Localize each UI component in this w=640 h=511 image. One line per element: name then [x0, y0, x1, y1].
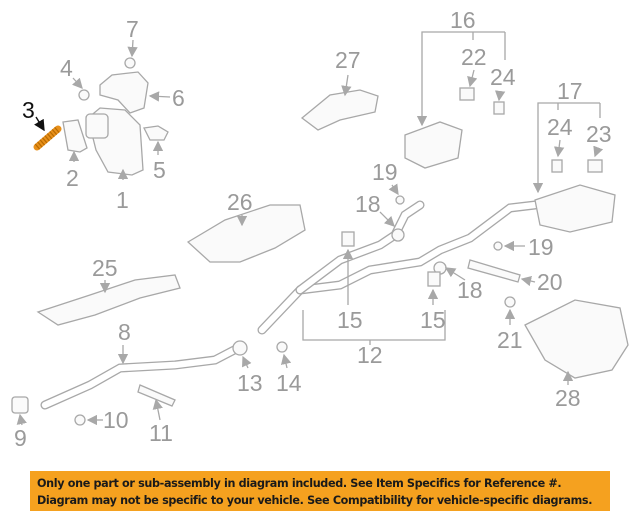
ref-label-15: 15	[337, 307, 363, 333]
part-24-hanger[interactable]	[493, 101, 563, 173]
part-21-nut[interactable]	[504, 296, 516, 308]
exhaust-pipe-assembly[interactable]	[40, 200, 540, 410]
disclaimer-line-2: Diagram may not be specific to your vehi…	[37, 494, 593, 507]
ref-label-20: 20	[537, 269, 563, 295]
ref-label-19: 19	[372, 159, 398, 185]
part-17-rear-muffler[interactable]	[534, 184, 616, 233]
ref-label-18: 18	[355, 191, 381, 217]
ref-label-28: 28	[555, 385, 581, 411]
part-20-bracket[interactable]	[467, 259, 521, 283]
ref-label-2: 2	[66, 165, 79, 191]
part-26-heat-shield[interactable]	[186, 204, 306, 263]
part-5-bracket[interactable]	[143, 125, 169, 141]
disclaimer-banner: Only one part or sub-assembly in diagram…	[30, 471, 610, 511]
ref-label-23: 23	[586, 121, 612, 147]
part-9-gasket[interactable]	[11, 396, 29, 414]
part-2-gasket[interactable]	[62, 119, 88, 153]
ref-label-18b: 18	[457, 277, 483, 303]
ref-label-5: 5	[153, 157, 166, 183]
ref-label-17: 17	[557, 78, 583, 104]
part-6-heat-shield[interactable]	[99, 71, 149, 114]
part-14-nut[interactable]	[276, 341, 288, 353]
ref-label-14: 14	[276, 370, 302, 396]
part-22-hanger[interactable]	[459, 87, 475, 101]
ref-label-10: 10	[103, 407, 129, 433]
part-1-catalytic-converter[interactable]	[85, 107, 144, 176]
ref-label-6: 6	[172, 85, 185, 111]
leader-lines	[16, 31, 604, 426]
ref-label-3: 3	[22, 97, 35, 123]
ref-label-15b: 15	[420, 307, 446, 333]
part-7-nut[interactable]	[124, 57, 136, 69]
part-11-bracket[interactable]	[137, 384, 176, 407]
ref-label-9: 9	[14, 425, 27, 451]
part-3-stud-bolt[interactable]	[33, 125, 62, 151]
ref-label-12: 12	[357, 342, 383, 368]
ref-label-22: 22	[461, 44, 487, 70]
ref-label-11: 11	[149, 420, 173, 446]
exhaust-parts-diagram: 3 7 4 6 2 5 1 27 16 22 24 17 24 23 19 18…	[11, 7, 629, 451]
ref-label-7: 7	[126, 16, 139, 42]
ref-label-21: 21	[497, 327, 523, 353]
part-15-hanger[interactable]	[341, 231, 441, 287]
part-27-heat-shield[interactable]	[300, 89, 379, 131]
ref-label-19b: 19	[528, 234, 554, 260]
disclaimer-line-1: Only one part or sub-assembly in diagram…	[37, 477, 562, 490]
ref-label-24b: 24	[547, 114, 573, 140]
part-28-heat-shield[interactable]	[524, 299, 629, 379]
ref-label-13: 13	[237, 370, 263, 396]
ref-label-1: 1	[116, 187, 129, 213]
part-19-bolt[interactable]	[395, 195, 503, 251]
ref-label-8: 8	[118, 319, 131, 345]
part-23-hanger[interactable]	[587, 159, 603, 173]
ref-label-16: 16	[450, 7, 476, 33]
ref-label-4: 4	[60, 55, 73, 81]
part-16-front-muffler[interactable]	[404, 121, 463, 169]
ref-label-25: 25	[92, 255, 118, 281]
part-10-nut[interactable]	[74, 414, 86, 426]
part-4-nut[interactable]	[78, 89, 90, 101]
ref-label-26: 26	[227, 189, 253, 215]
reference-labels: 3 7 4 6 2 5 1 27 16 22 24 17 24 23 19 18…	[14, 7, 612, 451]
ref-label-24: 24	[490, 64, 516, 90]
part-25-heat-shield[interactable]	[36, 274, 181, 326]
ref-label-27: 27	[335, 47, 361, 73]
part-13-gasket[interactable]	[232, 340, 248, 356]
